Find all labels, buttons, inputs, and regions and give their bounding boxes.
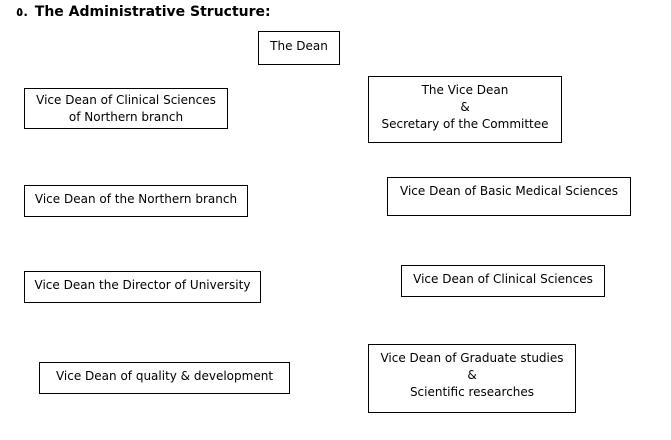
box-line: Vice Dean of quality & development [55,369,274,383]
box-line: Vice Dean of the Northern branch [34,192,238,206]
box-line: & [460,100,470,114]
box-line: Vice Dean of Basic Medical Sciences [400,184,618,198]
box-northern-branch: Vice Dean of the Northern branch [24,185,248,217]
box-vice-dean-secretary: The Vice Dean & Secretary of the Committ… [368,76,562,143]
box-dean-line: The Dean [270,39,328,53]
box-line: of Northern branch [68,110,184,124]
section-number: ٥. [16,5,28,19]
box-line: Vice Dean the Director of University [34,278,251,292]
section-heading: ٥. The Administrative Structure: [16,4,271,20]
box-basic-medical: Vice Dean of Basic Medical Sciences [387,177,631,216]
box-line: Vice Dean of Clinical Sciences [413,272,593,286]
box-graduate-studies: Vice Dean of Graduate studies & Scientif… [368,344,576,413]
box-line: Vice Dean of Clinical Sciences [36,93,216,107]
section-title: The Administrative Structure: [34,4,271,20]
box-quality-development: Vice Dean of quality & development [39,362,290,394]
box-clinical-sciences: Vice Dean of Clinical Sciences [401,265,605,297]
box-line: & [467,368,477,382]
box-line: The Vice Dean [421,83,509,97]
box-dean: The Dean [258,31,340,65]
box-line: Vice Dean of Graduate studies [380,351,564,365]
box-director-university: Vice Dean the Director of University [24,271,261,303]
box-clinical-northern: Vice Dean of Clinical Sciences of Northe… [24,88,228,129]
box-line: Secretary of the Committee [381,117,549,131]
box-line: Scientific researches [409,385,535,399]
